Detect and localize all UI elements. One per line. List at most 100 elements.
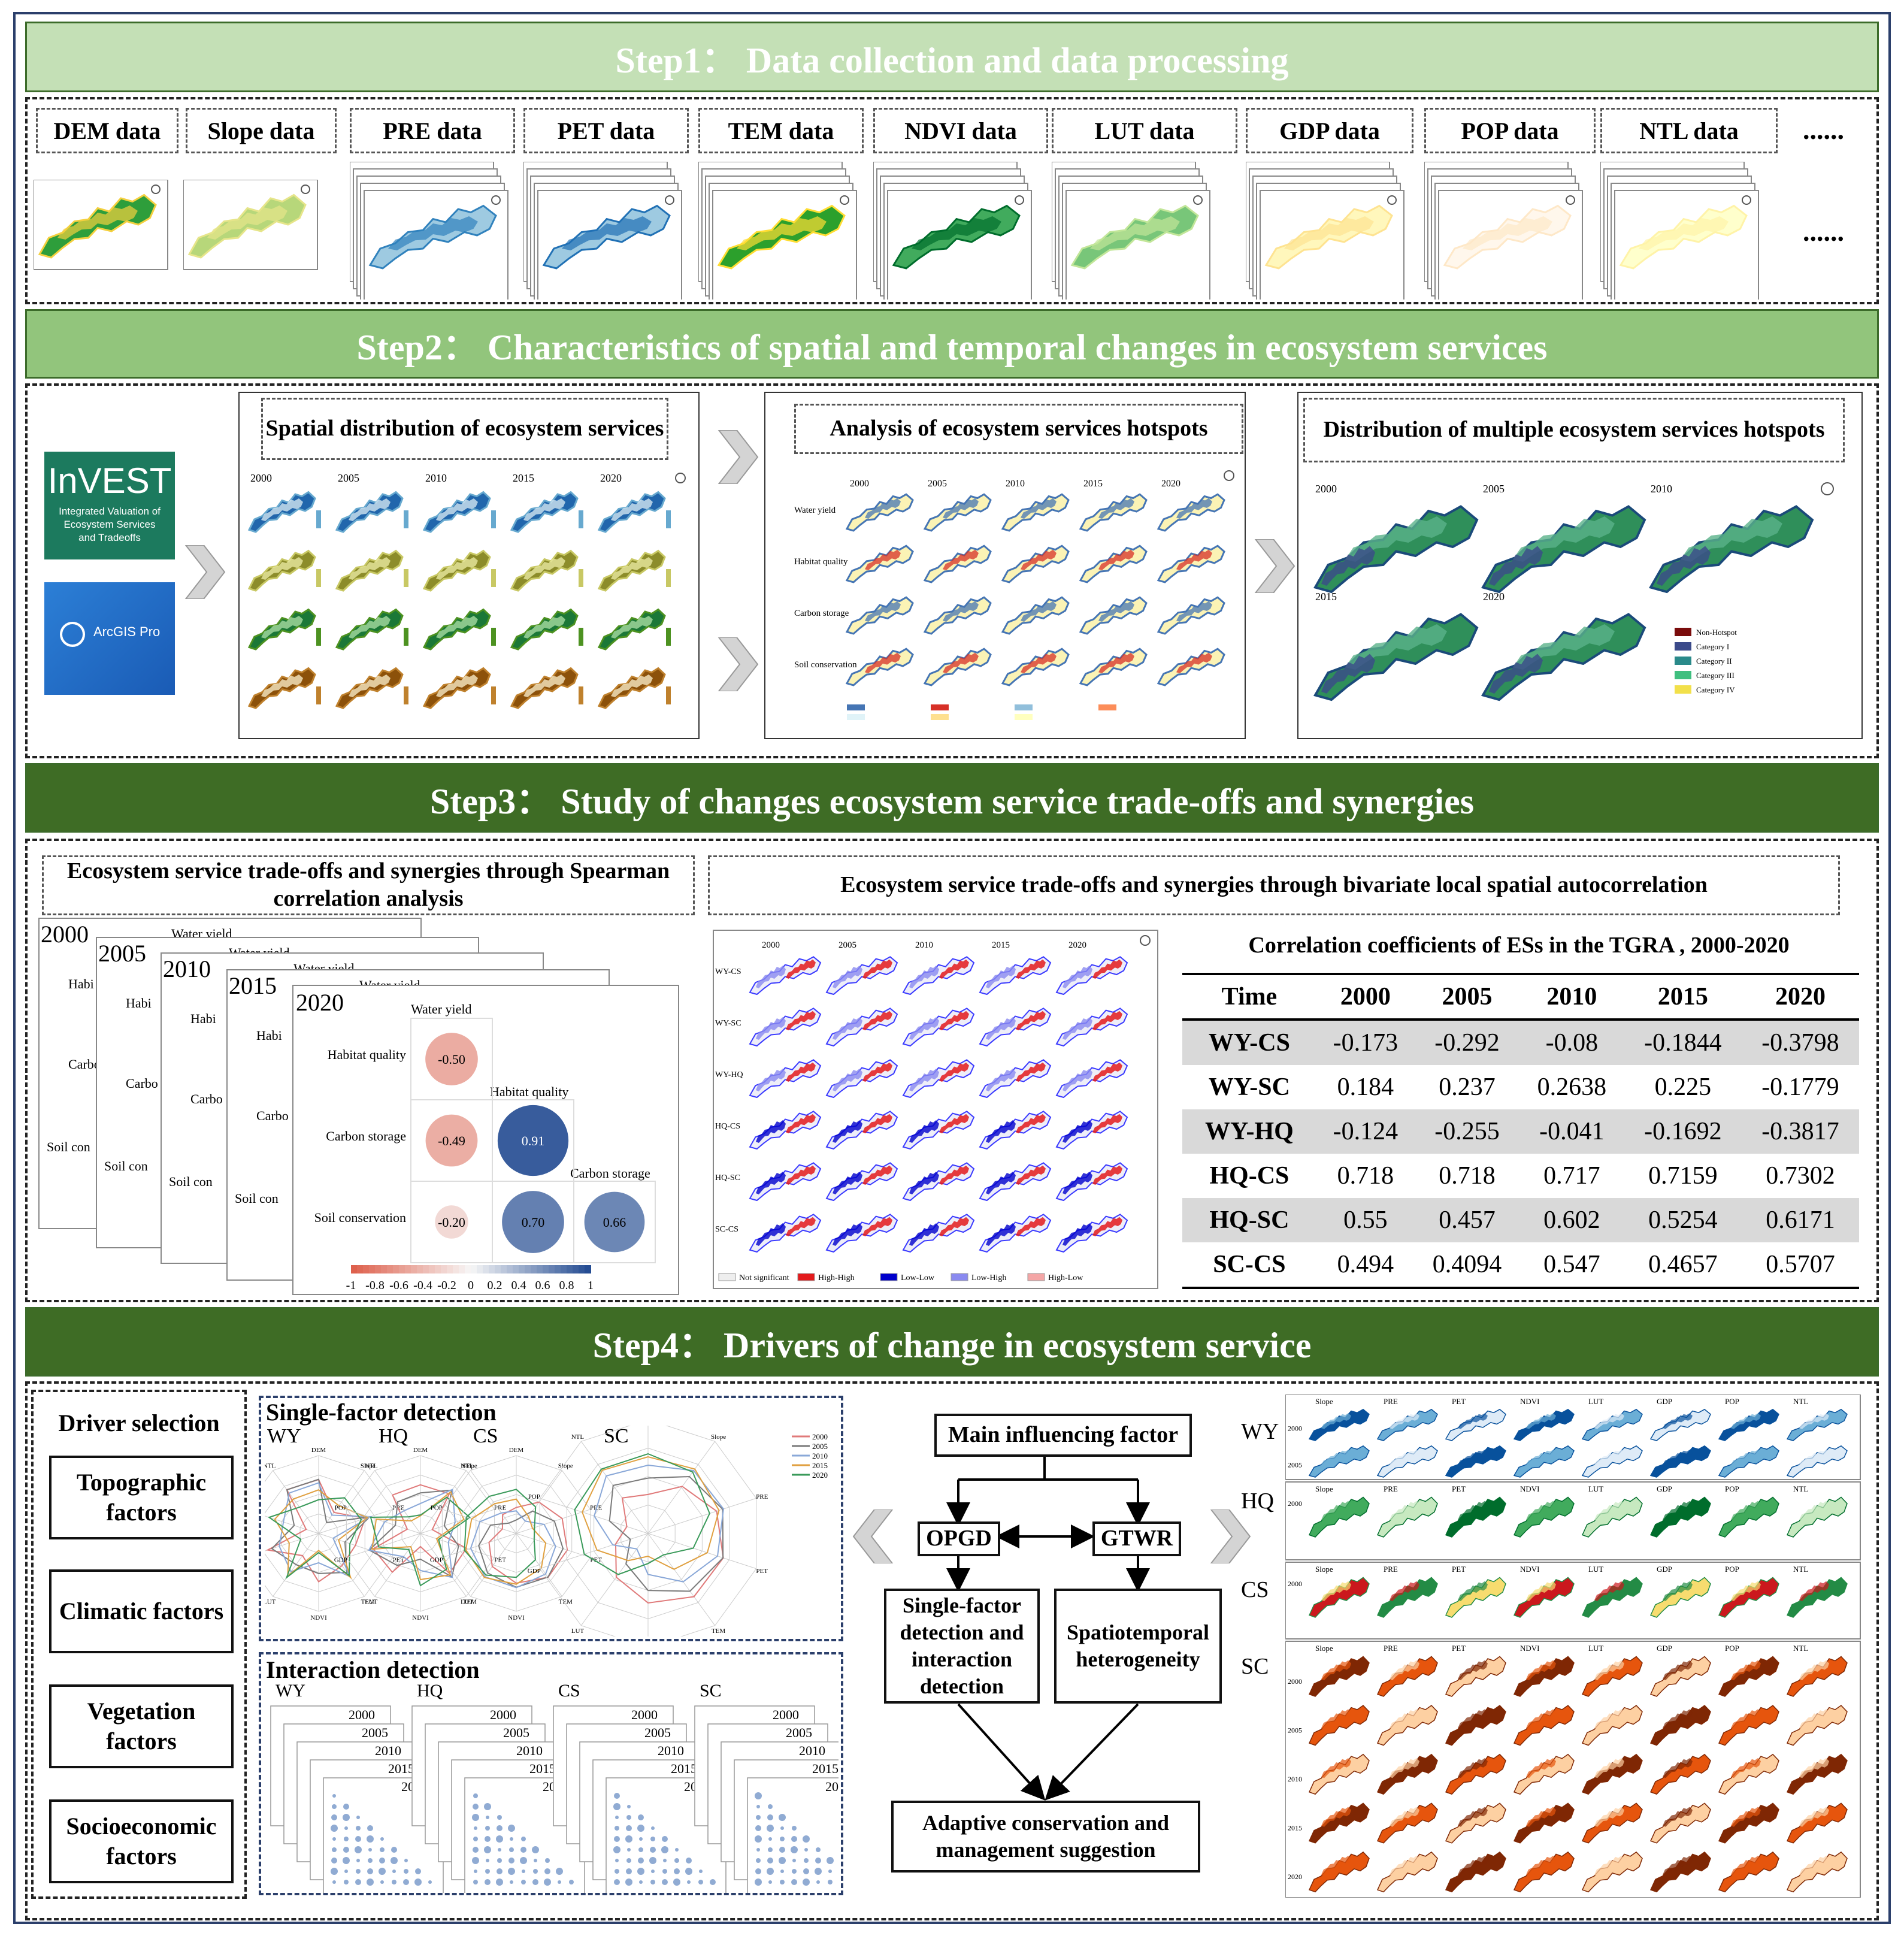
interaction-dot (392, 1870, 396, 1873)
gtwr-row-year: 2000 (1288, 1580, 1302, 1588)
gtwr-map-shade (1526, 1450, 1556, 1466)
interaction-dot (355, 1879, 361, 1885)
interaction-dot (755, 1878, 762, 1886)
lisa-cluster (1016, 1062, 1046, 1082)
radar-axis (647, 1533, 716, 1626)
step1-panel (25, 97, 1879, 304)
gtwr-map-shade (1731, 1501, 1761, 1521)
lisa-cluster (756, 1172, 786, 1194)
colorbar-segment (585, 1265, 591, 1273)
driver-panel (31, 1390, 247, 1899)
opgd-box: OPGD (918, 1521, 1000, 1556)
interaction-dot (414, 1878, 422, 1886)
interaction-dot (428, 1880, 432, 1884)
gtwr-col-label: LUT (1588, 1565, 1603, 1574)
gtwr-row-year: 2000 (1288, 1677, 1302, 1686)
arcgis-logo: ArcGIS Pro (44, 582, 175, 695)
lisa-cluster (1063, 966, 1092, 988)
interaction-dot (510, 1837, 513, 1841)
interaction-dot (828, 1880, 833, 1884)
step2-banner: Step2： Characteristics of spatial and te… (25, 309, 1879, 379)
year-label: 2000 (1315, 483, 1337, 495)
hotspot-cluster (1176, 498, 1212, 519)
year-label: 2020 (1068, 940, 1086, 950)
interaction-dot (404, 1859, 408, 1862)
interaction-dot (497, 1825, 503, 1831)
multi-panel (1297, 392, 1863, 739)
hotspot-map (1079, 648, 1148, 686)
radar-axis (346, 1533, 421, 1558)
es-map-shade (611, 674, 653, 697)
thumb-slope-data (183, 180, 318, 270)
hotspot-cluster (1098, 549, 1134, 570)
factor-box-0: Topographic factors (49, 1456, 234, 1539)
interaction-dot (343, 1857, 350, 1864)
interaction-dot (626, 1858, 631, 1863)
interaction-year: 2015 (529, 1761, 556, 1776)
gtwr-map-shade (1526, 1758, 1556, 1778)
interaction-dot (332, 1880, 336, 1884)
interaction-dot (473, 1804, 479, 1810)
interaction-dot (710, 1879, 716, 1885)
gtwr-map-shade (1594, 1413, 1624, 1429)
lisa-cluster (833, 1120, 862, 1143)
gtwr-col-label: Slope (1315, 1484, 1333, 1493)
es-map-shade (349, 674, 391, 697)
interaction-dot (522, 1870, 525, 1873)
colorbar-segment (435, 1265, 441, 1273)
hotspot-cluster (1021, 549, 1057, 570)
table-value-cell: -0.041 (1539, 1118, 1605, 1145)
gtwr-map-shade (1663, 1450, 1693, 1466)
colorbar-segment (351, 1265, 358, 1273)
arcgis-icon (60, 622, 85, 647)
region-shade (207, 205, 287, 240)
table-value-cell: -0.124 (1333, 1118, 1399, 1145)
lisa-cluster (756, 1120, 786, 1143)
table-value-cell: 0.494 (1337, 1251, 1394, 1278)
thumb-pop-data (1424, 162, 1583, 300)
lisa-legend-swatch (880, 1273, 898, 1281)
es-legend-bar (491, 510, 496, 528)
region-shade (388, 216, 478, 250)
lisa-legend-label: Low-Low (901, 1273, 935, 1282)
radar-axis-label: TEM (463, 1598, 477, 1605)
lisa-cluster (1092, 1114, 1122, 1133)
north-arrow-icon (1224, 470, 1234, 481)
interaction-dot (344, 1826, 348, 1830)
north-arrow-icon (665, 195, 674, 205)
lisa-cluster (909, 1017, 939, 1040)
interaction-dot (343, 1804, 349, 1810)
interaction-dot (791, 1846, 798, 1853)
interaction-dot (510, 1880, 513, 1884)
interaction-dot (472, 1814, 479, 1821)
lisa-cluster (986, 1223, 1016, 1246)
pair-label: WY-SC (715, 1019, 741, 1028)
es-map-shade (611, 557, 653, 580)
chevron-right-icon (1205, 1509, 1253, 1564)
year-label: 2015 (992, 940, 1010, 950)
radar-grid (539, 1426, 757, 1636)
es-map-shade (436, 498, 478, 521)
gtwr-map-shade (1390, 1501, 1419, 1521)
interaction-dot (367, 1868, 373, 1874)
radar-axis-label: POP (528, 1493, 540, 1501)
es-map-shade (611, 616, 653, 639)
hotspot-map (923, 596, 992, 635)
interaction-panel (259, 1652, 843, 1895)
es-map-shade (261, 616, 303, 639)
gtwr-col-label: Slope (1315, 1644, 1333, 1653)
lisa-cluster (862, 1011, 892, 1030)
interaction-dot (558, 1880, 561, 1884)
hotspot-cluster (865, 652, 901, 673)
gtwr-map-shade (1731, 1450, 1761, 1466)
table-value-cell: 0.2638 (1537, 1073, 1607, 1101)
map-frame (1065, 190, 1210, 300)
radar-axis-label: NDVI (412, 1614, 429, 1622)
radar-axis-label: NDVI (310, 1614, 327, 1622)
colorbar-tick: -0.6 (389, 1279, 408, 1292)
interaction-year: 2010 (516, 1743, 543, 1758)
gtwr-map-shade (1594, 1856, 1624, 1876)
service-label: Water yield (794, 506, 836, 515)
north-arrow-icon (301, 184, 310, 194)
